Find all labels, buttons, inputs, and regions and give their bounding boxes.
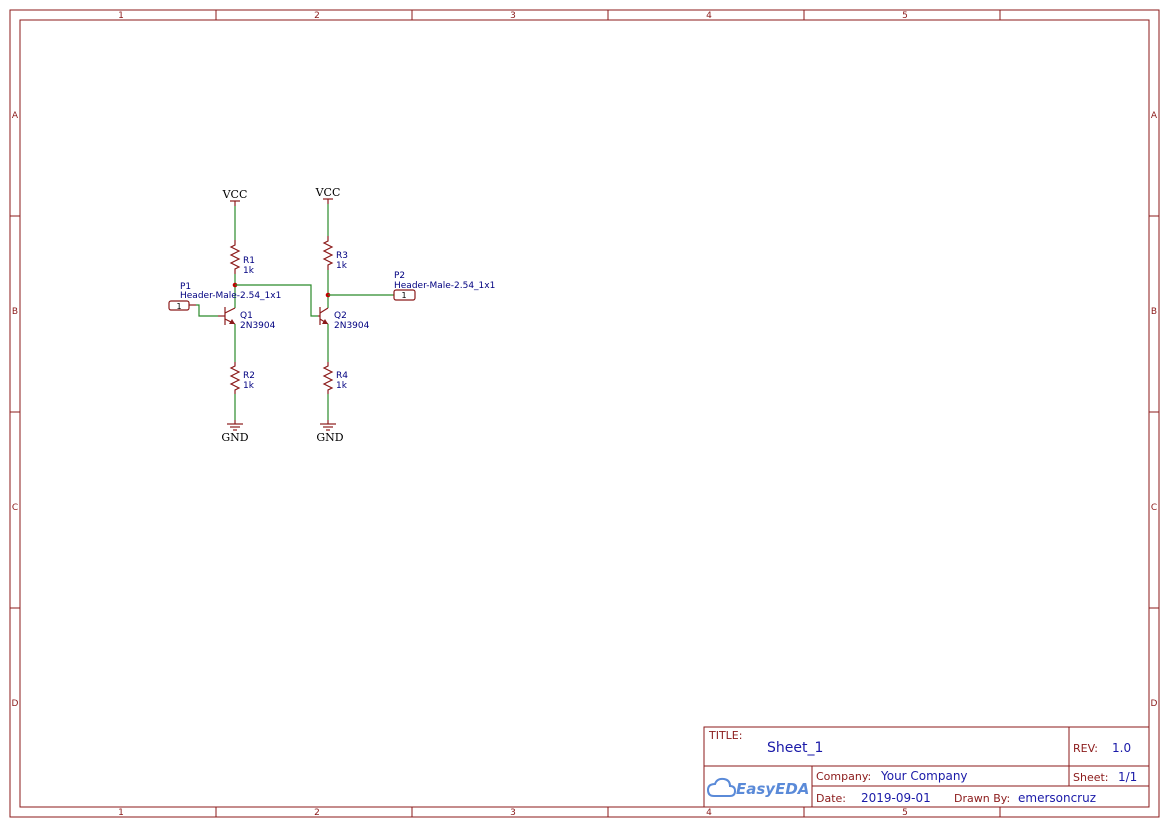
easyeda-logo: EasyEDA: [706, 777, 809, 798]
date-label: Date:: [816, 792, 846, 805]
r3-ref: R3: [336, 251, 348, 261]
column-label-bottom-1: 1: [118, 808, 124, 818]
resistor-r4-body: [322, 362, 334, 394]
p2-pin-number: 1: [401, 291, 406, 300]
r1-ref: R1: [243, 256, 255, 266]
resistor-r1[interactable]: R1 1k: [229, 240, 255, 276]
r2-value: 1k: [243, 381, 255, 391]
q2-ref: Q2: [334, 311, 347, 321]
vcc-label-right: VCC: [315, 186, 341, 199]
outer-frame: [9, 9, 1160, 818]
row-dividers: [10, 215, 1159, 609]
row-label-left-c: C: [12, 503, 18, 513]
gnd-symbol-right[interactable]: GND: [316, 420, 344, 444]
q2-emitter-arrow: [322, 319, 328, 324]
company-value: Your Company: [880, 769, 968, 783]
row-label-right-b: B: [1151, 307, 1157, 317]
row-label-left-a: A: [12, 111, 19, 121]
row-label-left-b: B: [12, 307, 18, 317]
r4-value: 1k: [336, 381, 348, 391]
p1-ref: P1: [180, 282, 191, 292]
row-label-right-d: D: [1151, 699, 1158, 709]
header-p2[interactable]: 1 P2 Header-Male-2.54_1x1: [393, 271, 495, 301]
row-label-left-d: D: [12, 699, 19, 709]
resistor-r2[interactable]: R2 1k: [229, 362, 255, 394]
title-label: TITLE:: [708, 729, 742, 742]
q1-ref: Q1: [240, 311, 253, 321]
vcc-symbol-left[interactable]: VCC: [222, 188, 248, 206]
sheet-value: 1/1: [1118, 770, 1137, 784]
gnd-label-right: GND: [316, 431, 343, 444]
rev-label: REV:: [1073, 742, 1098, 755]
vcc-symbol-right[interactable]: VCC: [315, 186, 341, 204]
gnd-symbol-left[interactable]: GND: [221, 420, 249, 444]
column-label-bottom-5: 5: [902, 808, 908, 818]
p2-value: Header-Male-2.54_1x1: [394, 281, 495, 291]
transistor-q1[interactable]: Q1 2N3904: [218, 307, 276, 331]
logo-text: EasyEDA: [736, 780, 809, 798]
company-label: Company:: [816, 770, 871, 783]
title-block: TITLE: Sheet_1 REV: 1.0 Company: Your Co…: [703, 726, 1150, 808]
resistor-r3[interactable]: R3 1k: [322, 236, 348, 271]
p2-pin-box: [393, 289, 416, 301]
header-p1[interactable]: 1 P1 Header-Male-2.54_1x1: [168, 282, 281, 311]
column-label-bottom-2: 2: [314, 808, 320, 818]
cloud-icon: [706, 777, 737, 797]
drawn-by-value: emersoncruz: [1018, 791, 1096, 805]
column-label-bottom-3: 3: [510, 808, 516, 818]
wire-q1-collector-to-q2-base[interactable]: [235, 284, 318, 317]
row-label-right-a: A: [1151, 111, 1158, 121]
column-label-top-1: 1: [118, 11, 124, 21]
wire-p1-q1-base[interactable]: [196, 304, 218, 317]
date-value: 2019-09-01: [861, 791, 931, 805]
vcc-label-left: VCC: [222, 188, 248, 201]
q1-emitter-arrow: [229, 319, 235, 324]
p2-ref: P2: [394, 271, 405, 281]
gnd-label-left: GND: [221, 431, 248, 444]
resistor-r3-body: [322, 236, 334, 270]
resistor-r2-body: [229, 362, 241, 394]
column-label-top-4: 4: [706, 11, 712, 21]
column-label-bottom-4: 4: [706, 808, 712, 818]
r2-ref: R2: [243, 371, 255, 381]
q1-value: 2N3904: [240, 321, 276, 331]
inner-frame: [19, 19, 1150, 808]
resistor-r1-body: [229, 240, 241, 274]
r4-ref: R4: [336, 371, 348, 381]
r3-value: 1k: [336, 261, 348, 271]
sheet-label: Sheet:: [1073, 771, 1109, 784]
transistor-q2[interactable]: Q2 2N3904: [318, 307, 370, 331]
rev-value: 1.0: [1112, 741, 1131, 755]
sheet-title: Sheet_1: [767, 740, 823, 756]
column-label-top-3: 3: [510, 11, 516, 21]
row-label-right-c: C: [1151, 503, 1157, 513]
r1-value: 1k: [243, 266, 255, 276]
column-label-top-2: 2: [314, 11, 320, 21]
p1-value: Header-Male-2.54_1x1: [180, 291, 281, 301]
drawn-by-label: Drawn By:: [954, 792, 1010, 805]
p1-pin-number: 1: [176, 302, 181, 311]
column-dividers: [215, 10, 1001, 817]
q2-value: 2N3904: [334, 321, 370, 331]
column-label-top-5: 5: [902, 11, 908, 21]
resistor-r4[interactable]: R4 1k: [322, 362, 348, 394]
